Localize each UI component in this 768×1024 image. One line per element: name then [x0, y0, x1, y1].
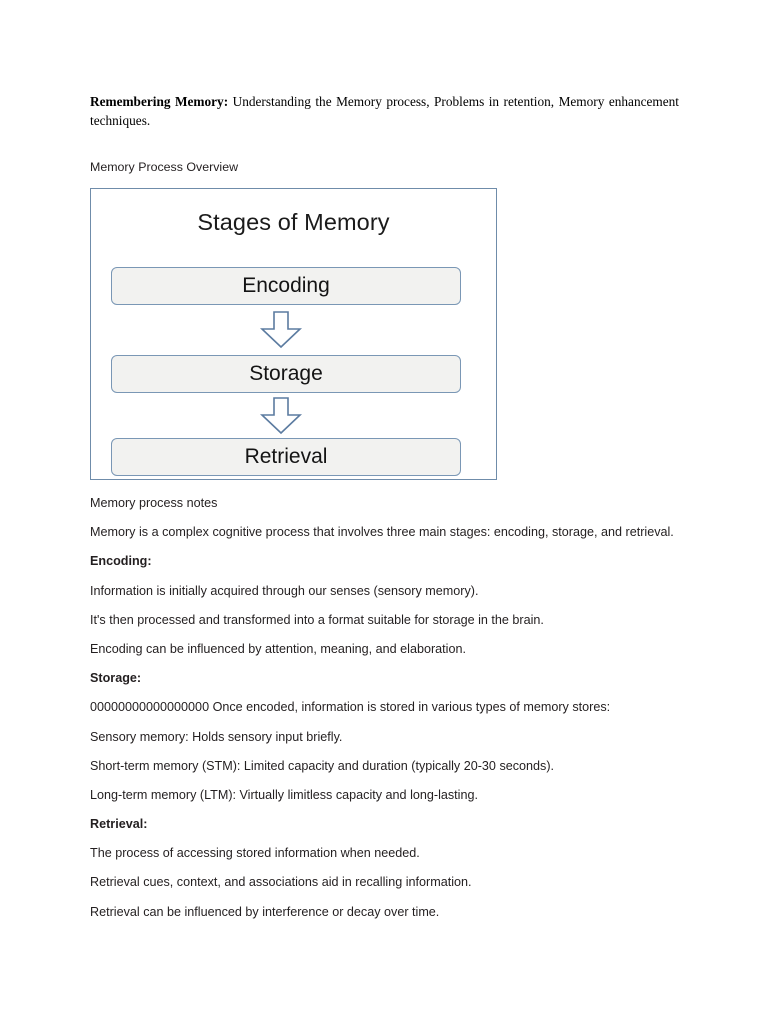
body-paragraph: Long-term memory (LTM): Virtually limitl… [90, 787, 478, 802]
body-subheading: Encoding: [90, 554, 152, 569]
heading-lead-label: Remembering Memory: [90, 94, 229, 109]
diagram-caption: Memory Process Overview [90, 160, 239, 174]
body-paragraph: Retrieval can be influenced by interfere… [90, 904, 440, 919]
stage-label-encoding: Encoding [242, 274, 330, 297]
down-block-arrow-icon [260, 397, 302, 435]
body-paragraph: Sensory memory: Holds sensory input brie… [90, 729, 343, 744]
stage-label-retrieval: Retrieval [244, 445, 328, 468]
stage-box-encoding: Encoding [111, 267, 461, 305]
heading-rest-label: Understanding the Memory process, Proble… [90, 94, 679, 128]
body-paragraph: The process of accessing stored informat… [90, 846, 420, 861]
stages-of-memory-diagram: Stages of Memory Encoding Storage Retrie… [90, 188, 497, 480]
body-paragraph: Short-term memory (STM): Limited capacit… [90, 758, 555, 773]
body-subheading: Retrieval: [90, 817, 148, 832]
stage-box-storage: Storage [111, 355, 461, 393]
body-paragraph: Memory process notes [90, 496, 218, 510]
body-paragraph: Memory is a complex cognitive process th… [90, 525, 674, 540]
stage-box-retrieval: Retrieval [111, 438, 461, 476]
down-block-arrow-icon [260, 311, 302, 349]
body-paragraph: It's then processed and transformed into… [90, 612, 544, 627]
diagram-title: Stages of Memory [197, 209, 390, 235]
body-paragraph: Retrieval cues, context, and association… [90, 875, 472, 890]
body-subheading: Storage: [90, 671, 142, 686]
body-paragraph: Encoding can be influenced by attention,… [90, 641, 466, 656]
stage-label-storage: Storage [249, 362, 323, 385]
body-paragraph: Information is initially acquired throug… [90, 583, 479, 598]
document-heading: Remembering Memory: Understanding the Me… [90, 92, 679, 130]
body-paragraph: 00000000000000000 Once encoded, informat… [90, 700, 611, 715]
